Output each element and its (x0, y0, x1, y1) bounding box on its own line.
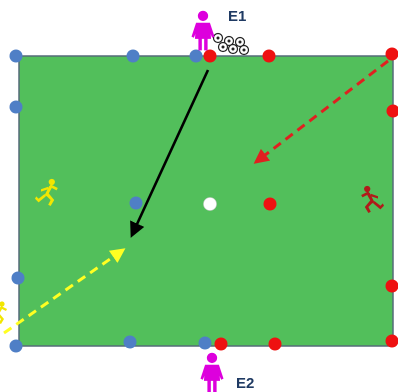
red-cone (268, 337, 282, 351)
red-cone (262, 49, 276, 63)
red-cone (385, 334, 398, 348)
running-player-icon (0, 301, 7, 324)
coach-label-e1: E1 (228, 8, 246, 25)
blue-cone (9, 49, 23, 63)
blue-cone (11, 271, 25, 285)
ball (203, 197, 217, 211)
blue-cone (123, 335, 137, 349)
blue-cone (129, 196, 143, 210)
red-cone (203, 49, 217, 63)
red-dashed-arrow (253, 59, 389, 164)
red-cone (214, 337, 228, 351)
red-cone (385, 279, 398, 293)
red-cone (386, 104, 398, 118)
red-cone (263, 197, 277, 211)
blue-cone (9, 100, 23, 114)
blue-cone (126, 49, 140, 63)
blue-cone (9, 339, 23, 353)
black-arrow (130, 69, 210, 238)
soccer-balls-icon (212, 32, 250, 56)
yellow-dashed-arrow (3, 248, 126, 335)
coach-figure-icon (191, 10, 215, 51)
red-cone (385, 47, 398, 61)
blue-cone (198, 336, 212, 350)
blue-cones (9, 49, 212, 353)
red-cones (203, 47, 398, 351)
coach-figure-icon (200, 352, 224, 392)
coach-label-e2: E2 (236, 375, 254, 392)
blue-cone (189, 49, 203, 63)
